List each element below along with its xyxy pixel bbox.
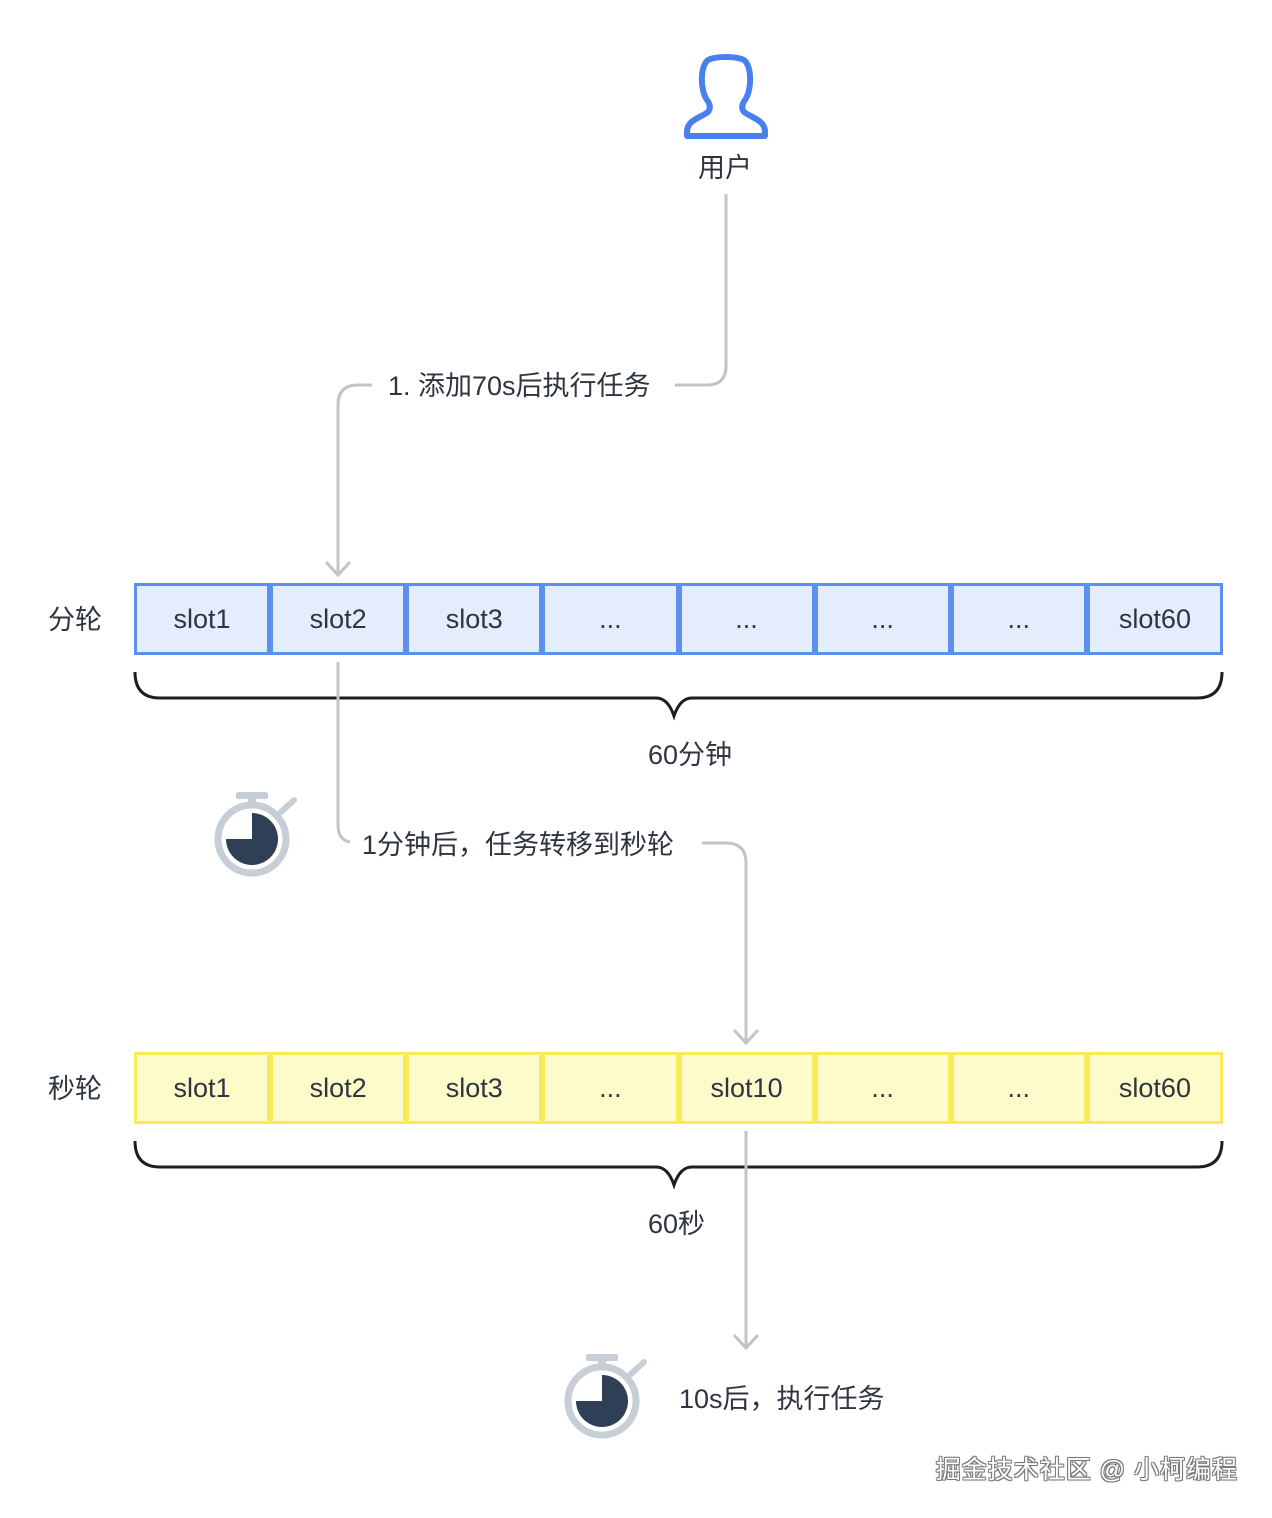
minute-slot: slot60 — [1086, 583, 1223, 655]
minute-slot: ... — [678, 583, 815, 655]
minute-slot: slot1 — [134, 583, 271, 655]
second-slot: ... — [950, 1052, 1087, 1124]
arrowhead-execute — [732, 1333, 760, 1351]
user-label: 用户 — [698, 153, 752, 183]
connector-step1-to-minute-slot2 — [336, 383, 372, 573]
second-slot: ... — [542, 1052, 679, 1124]
user-icon — [684, 54, 768, 139]
minute-slot: slot3 — [406, 583, 543, 655]
brace-second-wheel — [133, 1140, 1224, 1190]
second-slot: slot60 — [1086, 1052, 1223, 1124]
second-slot: slot1 — [134, 1052, 271, 1124]
arrowhead-second-slot10 — [732, 1028, 760, 1046]
minute-wheel-label: 分轮 — [48, 605, 102, 635]
watermark: 掘金技术社区 @ 小柯编程 — [935, 1456, 1238, 1484]
connector-minute-slot2-down — [336, 662, 351, 844]
minute-slot: ... — [950, 583, 1087, 655]
second-wheel-label: 秒轮 — [48, 1074, 102, 1104]
minute-slot: ... — [542, 583, 679, 655]
second-wheel-span-label: 60秒 — [648, 1209, 706, 1239]
step-execute-label: 10s后，执行任务 — [679, 1384, 885, 1414]
connector-user-to-step1 — [675, 194, 728, 387]
step-transfer-label: 1分钟后，任务转移到秒轮 — [362, 830, 675, 860]
second-slot: slot2 — [270, 1052, 407, 1124]
second-slot: slot10 — [678, 1052, 815, 1124]
minute-slot: ... — [814, 583, 951, 655]
stopwatch-icon — [214, 792, 297, 877]
connector-transfer-to-second-slot10 — [702, 841, 748, 1041]
second-wheel-slots: slot1 slot2 slot3 ... slot10 ... ... slo… — [134, 1052, 1223, 1124]
minute-wheel-span-label: 60分钟 — [648, 740, 733, 770]
arrowhead-minute-slot2 — [324, 560, 352, 578]
brace-minute-wheel — [133, 671, 1224, 721]
step-add-task-label: 1. 添加70s后执行任务 — [388, 371, 651, 401]
second-slot: ... — [814, 1052, 951, 1124]
minute-wheel-slots: slot1 slot2 slot3 ... ... ... ... slot60 — [134, 583, 1223, 655]
stopwatch-icon — [564, 1354, 647, 1439]
minute-slot: slot2 — [270, 583, 407, 655]
second-slot: slot3 — [406, 1052, 543, 1124]
